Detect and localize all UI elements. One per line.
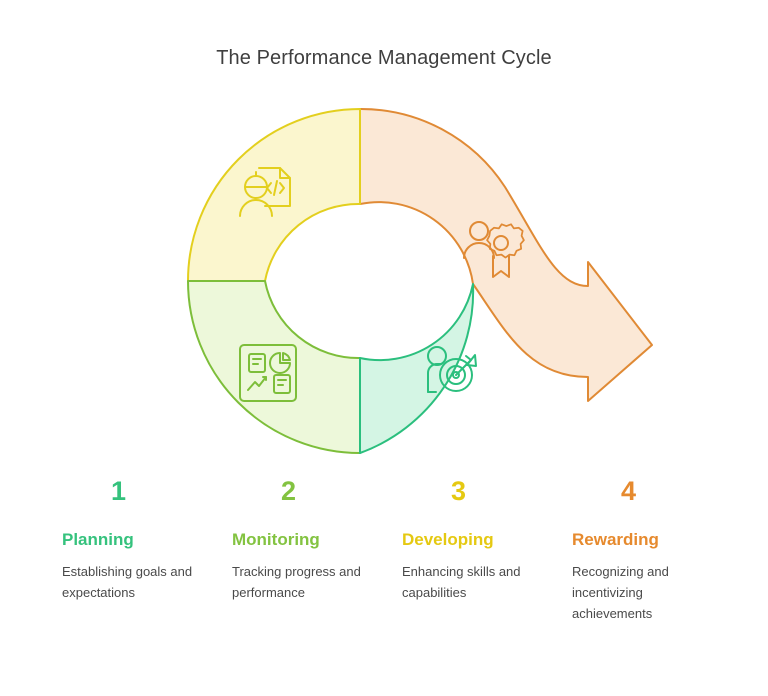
legend-label: Planning [62,530,134,549]
segment-planning[interactable] [187,108,361,282]
segment-developing[interactable] [359,283,477,454]
developing-quadrant [359,283,475,454]
legend-item-planning[interactable]: 1 Planning Establishing goals and expect… [62,478,232,678]
legend-description: Recognizing and incentivizing achievemen… [572,563,669,621]
segment-rewarding[interactable] [359,107,653,402]
legend-item-monitoring[interactable]: 2 Monitoring Tracking progress and perfo… [232,478,402,678]
person-award-ribbon-icon [463,221,525,278]
legend: 1 Planning Establishing goals and expect… [0,478,768,678]
rewarding-arrow-band [359,107,653,402]
legend-item-rewarding[interactable]: 4 Rewarding Recognizing and incentivizin… [572,478,742,678]
dashboard-analytics-icon [239,344,297,402]
monitoring-quadrant [187,280,361,454]
legend-label: Monitoring [232,530,320,549]
legend-number: 1 [110,476,127,506]
person-document-code-icon [239,167,291,217]
legend-number: 2 [280,476,297,506]
legend-description: Establishing goals and expectations [62,563,193,600]
legend-label: Developing [402,530,494,549]
legend-label: Rewarding [572,530,659,549]
legend-number: 4 [620,476,637,506]
legend-description: Enhancing skills and capabilities [402,563,521,600]
legend-description: Tracking progress and performance [232,563,361,600]
segment-monitoring[interactable] [187,280,361,454]
person-target-arrow-icon [427,346,477,393]
legend-number: 3 [450,476,467,506]
performance-cycle-diagram [187,107,653,454]
legend-item-developing[interactable]: 3 Developing Enhancing skills and capabi… [402,478,572,678]
page-title: The Performance Management Cycle [216,47,552,69]
